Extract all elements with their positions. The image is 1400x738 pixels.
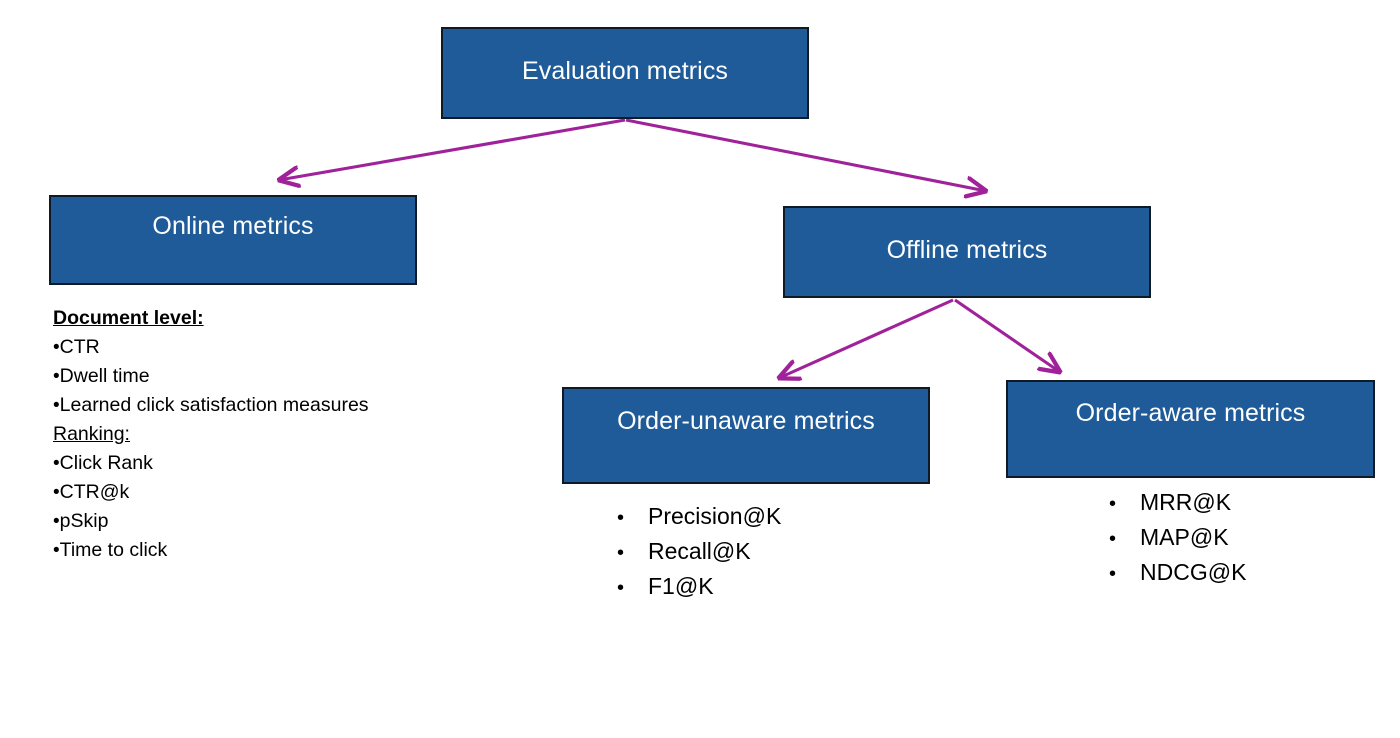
bullet-icon: • <box>53 337 60 358</box>
edge-root-to-offline <box>625 118 986 191</box>
edge-root-to-online <box>279 118 626 180</box>
bullet-icon: • <box>617 577 625 599</box>
bullet-icon: • <box>53 366 60 387</box>
online-details-item-label: Click Rank <box>59 452 153 474</box>
online-details-item: •Dwell time <box>53 362 473 391</box>
order-aware-metric-item: • MAP@K <box>1109 521 1246 556</box>
order-aware-metric-item-label: MRR@K <box>1140 489 1232 515</box>
order-aware-metric-item: • MRR@K <box>1109 486 1246 521</box>
bullet-icon: • <box>53 395 60 416</box>
online-details-item: •CTR@k <box>53 478 473 507</box>
order-aware-metric-item: • NDCG@K <box>1109 556 1246 591</box>
bullet-icon: • <box>617 507 625 529</box>
node-offline-metrics[interactable]: Offline metrics <box>783 206 1151 298</box>
node-online-metrics[interactable]: Online metrics <box>49 195 417 285</box>
bullet-icon: • <box>53 453 60 474</box>
online-details-item: •Click Rank <box>53 449 473 478</box>
online-details-heading: Document level: <box>53 307 204 329</box>
online-details-item: •Learned click satisfaction measures <box>53 391 473 420</box>
online-details-heading: Ranking: <box>53 423 130 445</box>
order-aware-metric-item-label: MAP@K <box>1140 524 1229 550</box>
edge-offline-to-unaware <box>779 298 954 378</box>
order-unaware-metric-item: • Recall@K <box>617 535 781 570</box>
order-aware-metric-item-label: NDCG@K <box>1140 559 1247 585</box>
bullet-icon: • <box>617 542 625 564</box>
online-metrics-details: Document level:•CTR•Dwell time•Learned c… <box>53 304 473 565</box>
order-unaware-metric-item-label: Precision@K <box>648 503 782 529</box>
order-unaware-metric-item: • Precision@K <box>617 500 781 535</box>
online-details-item-label: CTR <box>59 336 100 358</box>
bullet-icon: • <box>1109 563 1117 585</box>
online-details-item: •Time to click <box>53 536 473 565</box>
online-details-item-label: Time to click <box>59 539 168 561</box>
order-unaware-metrics-list: • Precision@K • Recall@K • F1@K <box>617 500 781 605</box>
online-details-item-label: Dwell time <box>59 365 150 387</box>
node-order-aware-metrics[interactable]: Order-aware metrics <box>1006 380 1375 478</box>
order-unaware-metric-item-label: F1@K <box>648 573 714 599</box>
order-unaware-metric-item-label: Recall@K <box>648 538 751 564</box>
online-details-item-label: pSkip <box>59 510 109 532</box>
bullet-icon: • <box>53 540 60 561</box>
bullet-icon: • <box>1109 528 1117 550</box>
node-evaluation-metrics[interactable]: Evaluation metrics <box>441 27 809 119</box>
online-details-item-label: Learned click satisfaction measures <box>59 394 369 416</box>
order-aware-metrics-list: • MRR@K • MAP@K • NDCG@K <box>1109 486 1246 591</box>
online-details-item: •CTR <box>53 333 473 362</box>
online-details-item-label: CTR@k <box>59 481 130 503</box>
node-order-unaware-metrics[interactable]: Order-unaware metrics <box>562 387 930 484</box>
bullet-icon: • <box>53 482 60 503</box>
bullet-icon: • <box>53 511 60 532</box>
node-label: Evaluation metrics <box>521 56 729 85</box>
edge-offline-to-aware <box>954 298 1060 372</box>
order-unaware-metric-item: • F1@K <box>617 570 781 605</box>
bullet-icon: • <box>1109 493 1117 515</box>
node-label: Online metrics <box>152 211 314 240</box>
online-details-item: •pSkip <box>53 507 473 536</box>
node-label: Order-unaware metrics <box>617 407 875 435</box>
node-label: Order-aware metrics <box>1075 398 1306 427</box>
node-label: Offline metrics <box>886 235 1048 264</box>
